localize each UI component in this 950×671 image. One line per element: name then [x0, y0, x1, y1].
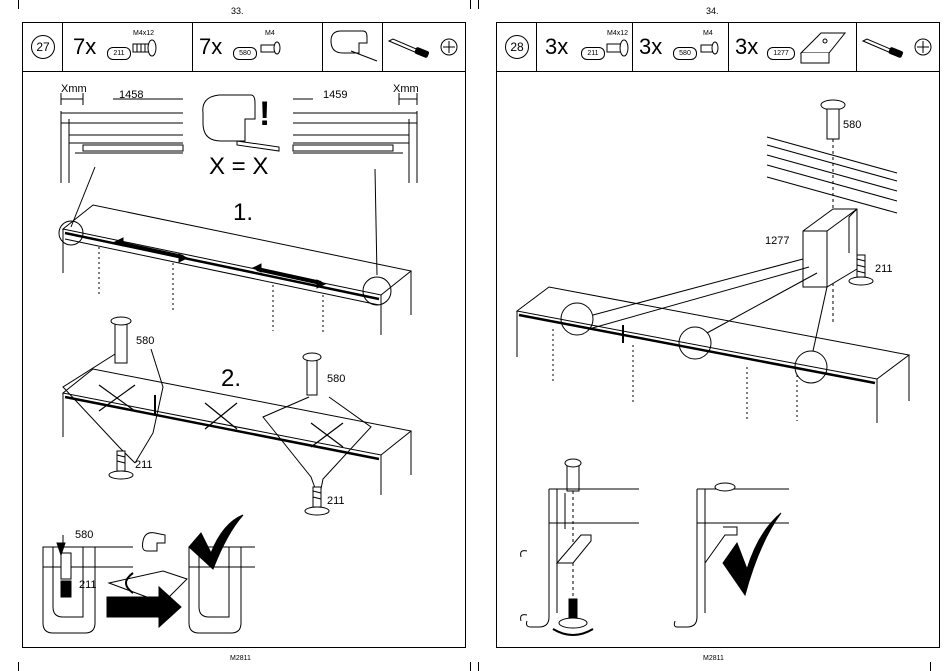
assembly-drawing	[497, 23, 941, 649]
crop-mark	[18, 662, 19, 671]
crop-mark	[930, 662, 931, 671]
bracket-install-detail	[521, 459, 639, 635]
angle-bracket-1277	[803, 209, 857, 287]
rail-end-detail-left	[61, 93, 183, 183]
rail-end-detail-right	[293, 93, 417, 183]
crop-mark	[470, 0, 471, 9]
crop-mark	[18, 0, 19, 9]
crop-mark	[470, 662, 471, 671]
instruction-page-left: 27 7x M4x12 211 7x M4 580	[22, 22, 466, 648]
crop-mark	[478, 0, 479, 9]
page-number-right: 34.	[706, 6, 719, 16]
clip-detail	[203, 95, 279, 151]
page-number-left: 33.	[231, 6, 244, 16]
footer-code-left: M2811	[230, 655, 251, 662]
instruction-page-right: 28 3x M4x12 211 3x M4 580 3x 1277	[496, 22, 940, 648]
rail-section	[767, 137, 897, 213]
assembly-drawing	[23, 23, 467, 649]
bracket-installed-detail	[674, 483, 789, 627]
cabinet-step2	[63, 317, 411, 515]
cabinet-step1	[59, 205, 411, 335]
cabinet-step28	[517, 259, 909, 423]
crop-mark	[478, 662, 479, 671]
bracket-detail-done	[189, 515, 255, 633]
footer-code-right: M2811	[703, 655, 724, 662]
